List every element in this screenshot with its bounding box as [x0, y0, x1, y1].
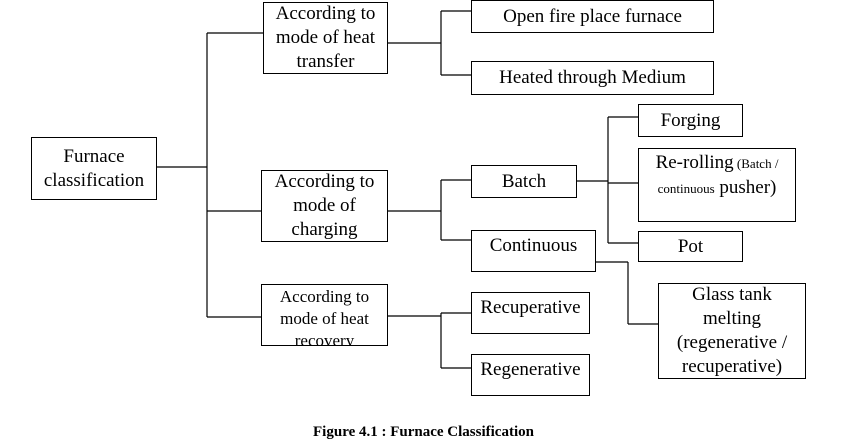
node-open-fire-place-furnace: Open fire place furnace [471, 0, 714, 33]
node-label-line: melting [702, 308, 762, 329]
node-label: Open fire place furnace [503, 5, 682, 27]
node-furnace-classification: Furnace classification [31, 137, 157, 200]
node-label: Continuous [489, 235, 578, 256]
figure-caption: Figure 4.1 : Furnace Classification [313, 424, 534, 440]
node-label-small: continuous [657, 181, 715, 196]
node-label: Recuperative [480, 297, 581, 318]
node-forging: Forging [638, 104, 743, 137]
node-label-line: recovery [294, 331, 355, 346]
node-label-line: classification [43, 169, 145, 191]
node-glass-tank-melting: Glass tank melting (regenerative / recup… [658, 283, 806, 379]
node-label-line: According to [275, 3, 376, 24]
node-label: Forging [660, 109, 721, 131]
node-regenerative: Regenerative [471, 354, 590, 396]
node-label: Regenerative [480, 359, 581, 380]
node-label: Heated through Medium [499, 67, 686, 88]
node-charging: According to mode of charging [261, 170, 388, 242]
node-label-line: Re-rolling (Batch / [656, 151, 779, 176]
node-rerolling: Re-rolling (Batch / continuous pusher) [638, 148, 796, 222]
node-label-line: According to [279, 287, 370, 306]
node-label-line: According to [274, 171, 375, 192]
node-label: Re-rolling [655, 152, 734, 173]
node-label-line: Glass tank [692, 284, 772, 305]
node-label-line: mode of [293, 195, 356, 216]
node-label-line: (regenerative / [676, 332, 788, 353]
node-heat-recovery: According to mode of heat recovery [261, 284, 388, 346]
node-heated-through-medium: Heated through Medium [471, 61, 714, 95]
node-label: pusher) [714, 177, 777, 198]
node-label: Batch [501, 170, 547, 192]
node-label-line: transfer [296, 51, 355, 72]
node-pot: Pot [638, 231, 743, 262]
node-label-line: mode of heat [275, 27, 376, 48]
node-label: Pot [677, 235, 704, 257]
node-label-line: Furnace [63, 145, 125, 167]
node-label-line: continuous pusher) [656, 176, 779, 201]
node-continuous: Continuous [471, 230, 596, 272]
node-recuperative: Recuperative [471, 292, 590, 334]
node-label-line: mode of heat [280, 309, 369, 328]
node-heat-transfer: According to mode of heat transfer [263, 2, 388, 74]
node-label-line: recuperative) [681, 356, 783, 377]
node-batch: Batch [471, 165, 577, 198]
node-label-line: charging [291, 219, 358, 240]
node-label-small: (Batch / [733, 156, 779, 171]
